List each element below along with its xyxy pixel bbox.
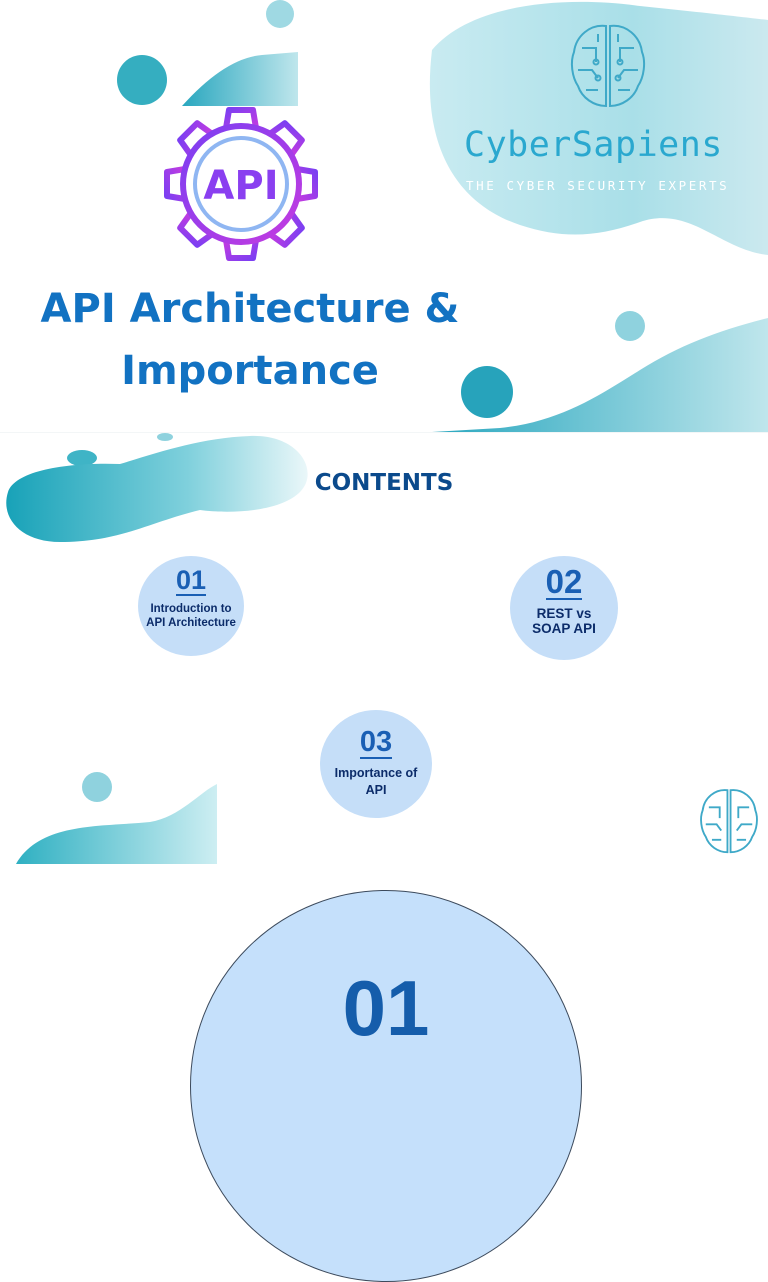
slide-divider	[0, 432, 768, 433]
contents-item-01[interactable]: 01 Introduction to API Architecture	[138, 556, 244, 656]
brain-logo-icon	[570, 24, 646, 108]
section-number: 01	[342, 964, 430, 1052]
deco-dot-bottom-left	[82, 772, 112, 802]
contents-item-number: 01	[175, 565, 207, 596]
contents-item-label: Introduction to API Architecture	[138, 602, 244, 630]
deco-wave-top	[182, 52, 298, 106]
deco-wave-bottom-right	[432, 318, 768, 432]
deco-blob-left	[6, 435, 308, 542]
contents-slide-decorations	[6, 433, 308, 864]
contents-item-02[interactable]: 02 REST vs SOAP API	[510, 556, 618, 660]
contents-item-label: Importance of API	[320, 765, 432, 799]
brand-tagline: THE CYBER SECURITY EXPERTS	[466, 178, 730, 193]
deco-dot-right-small	[615, 311, 645, 341]
title-line-2: Importance	[121, 348, 379, 394]
brand-name: CyberSapiens	[464, 125, 723, 165]
deco-wave-bottom-left	[16, 784, 217, 864]
label-line-1: Introduction to	[150, 603, 232, 615]
label-line-1: REST vs	[536, 606, 592, 621]
label-line-2: SOAP API	[532, 621, 596, 636]
contents-item-label: REST vs SOAP API	[510, 606, 618, 636]
deco-dot-oval	[67, 450, 97, 466]
brain-logo-small-icon	[700, 789, 758, 854]
label-line-2: API Architecture	[146, 617, 236, 629]
contents-heading: CONTENTS	[314, 470, 454, 496]
deco-dot-left	[117, 55, 167, 105]
contents-item-number: 02	[545, 563, 583, 600]
title-line-1: API Architecture &	[40, 286, 460, 332]
label-line-2: API	[365, 783, 387, 797]
contents-item-number: 03	[359, 726, 393, 759]
contents-item-03[interactable]: 03 Importance of API	[320, 710, 432, 818]
api-gear-text: API	[203, 163, 278, 209]
title-slide-decorations	[117, 0, 768, 432]
deco-dot-right-big	[461, 366, 513, 418]
page-title: API Architecture & Importance	[20, 278, 480, 402]
deco-dot-small	[157, 433, 173, 441]
api-gear-icon: API	[164, 107, 318, 261]
deco-blob-top-right	[429, 1, 768, 255]
label-line-1: Importance of	[334, 766, 418, 780]
deco-dot-top	[266, 0, 294, 28]
section-number-circle: 01	[190, 890, 582, 1282]
